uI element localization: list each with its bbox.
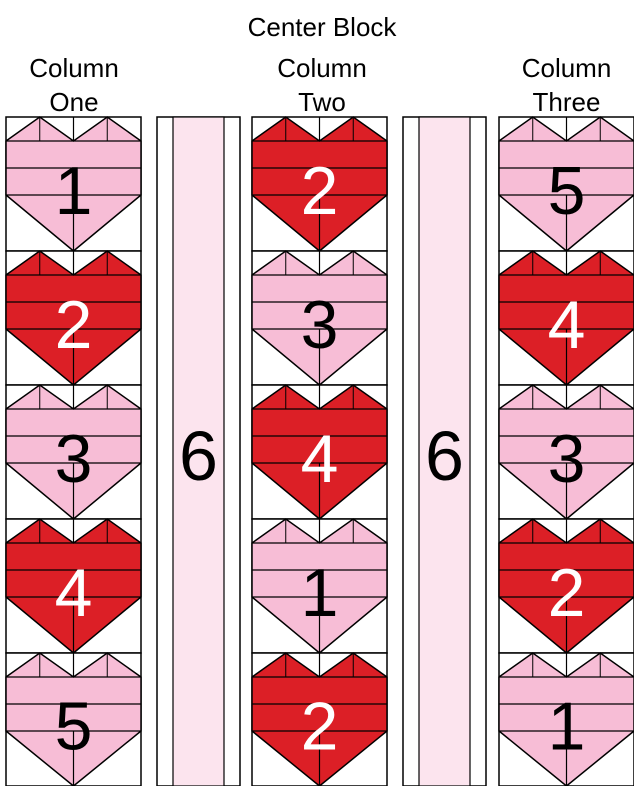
- column-three-block-2: 4: [499, 251, 634, 385]
- block-number: 2: [55, 287, 93, 363]
- column-three-block-5: 1: [499, 653, 634, 786]
- block-number: 2: [548, 555, 586, 631]
- column-three: 5 4 3 2 1: [499, 117, 634, 786]
- block-number: 5: [548, 153, 586, 229]
- column-two-block-5: 2: [252, 653, 387, 786]
- block-number: 2: [301, 153, 339, 229]
- block-number: 4: [301, 421, 339, 497]
- sashing-left: 6: [157, 117, 240, 786]
- sashing-right: 6: [403, 117, 486, 786]
- column-one-block-3: 3: [6, 385, 141, 519]
- column-one-block-1: 1: [6, 117, 141, 251]
- column-one-block-5: 5: [6, 653, 141, 786]
- column-two-block-2: 3: [252, 251, 387, 385]
- column-one: 1 2 3 4 5: [6, 117, 141, 786]
- block-number: 3: [548, 421, 586, 497]
- sashing-number: 6: [179, 417, 218, 495]
- block-number: 4: [55, 555, 93, 631]
- block-number: 2: [301, 689, 339, 765]
- sashing-number: 6: [425, 417, 464, 495]
- column-two-block-1: 2: [252, 117, 387, 251]
- block-number: 3: [55, 421, 93, 497]
- column-two-block-4: 1: [252, 519, 387, 653]
- column-one-block-2: 2: [6, 251, 141, 385]
- block-number: 5: [55, 689, 93, 765]
- column-two-block-3: 4: [252, 385, 387, 519]
- block-number: 1: [548, 689, 586, 765]
- column-three-block-4: 2: [499, 519, 634, 653]
- block-number: 3: [301, 287, 339, 363]
- block-number: 4: [548, 287, 586, 363]
- block-number: 1: [55, 153, 93, 229]
- block-number: 1: [301, 555, 339, 631]
- column-one-block-4: 4: [6, 519, 141, 653]
- column-three-block-3: 3: [499, 385, 634, 519]
- column-two: 2 3 4 1 2: [252, 117, 387, 786]
- column-three-block-1: 5: [499, 117, 634, 251]
